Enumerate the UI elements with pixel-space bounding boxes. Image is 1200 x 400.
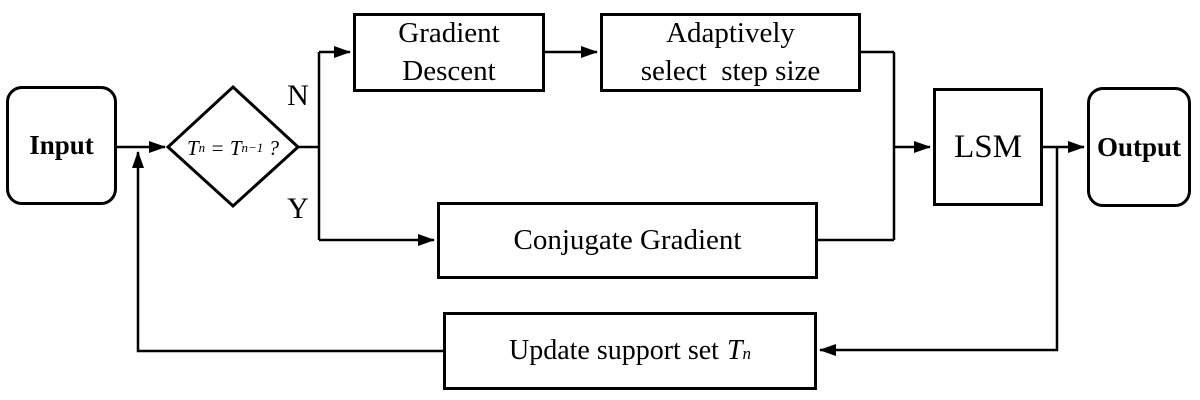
adaptive-step-line2: select step size xyxy=(640,54,821,87)
node-output-label: Output xyxy=(1096,131,1182,162)
update-support-set-var: T xyxy=(726,335,743,367)
adaptive-step-line1: Adaptively xyxy=(666,17,795,50)
node-conjugate-gradient: Conjugate Gradient xyxy=(437,202,818,279)
decision-diamond xyxy=(165,84,301,209)
decision-var1: T xyxy=(186,135,199,160)
decision-suffix: ? xyxy=(263,135,280,160)
gradient-descent-line1: Gradient xyxy=(398,17,500,50)
arrow-down-to-update xyxy=(819,147,1059,356)
node-adaptive-step: Adaptively select step size xyxy=(600,13,861,92)
node-gradient-descent: Gradient Descent xyxy=(353,13,545,92)
update-support-set-prefix: Update support set xyxy=(508,335,719,367)
node-input-label: Input xyxy=(29,130,94,161)
node-lsm: LSM xyxy=(933,88,1043,206)
arrow-feedback-left-up xyxy=(132,151,443,353)
update-support-set-sub: n xyxy=(742,344,752,364)
node-output: Output xyxy=(1087,87,1191,207)
branch-label-yes: Y xyxy=(287,192,309,225)
conjugate-gradient-label: Conjugate Gradient xyxy=(513,223,742,256)
decision-sub1: n xyxy=(198,140,206,155)
decision-sub2: n−1 xyxy=(241,140,264,155)
decision-var2: T xyxy=(229,135,242,160)
gradient-descent-line2: Descent xyxy=(402,54,496,87)
node-input: Input xyxy=(6,86,117,205)
decision-op: = xyxy=(205,135,230,160)
lsm-label: LSM xyxy=(954,128,1022,165)
branch-label-no: N xyxy=(287,79,309,112)
